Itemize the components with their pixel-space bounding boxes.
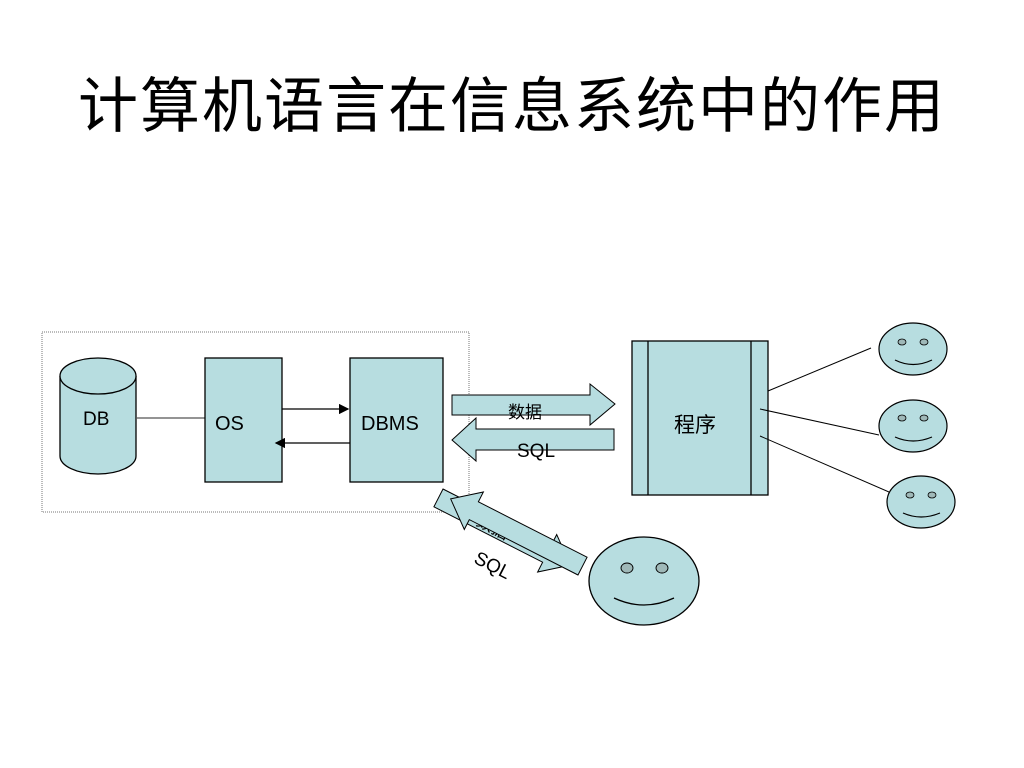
dbms-box <box>349 357 444 483</box>
data-arrow-to-program-label: 数据 <box>508 403 542 423</box>
os-label: OS <box>215 413 244 435</box>
smiley-face-icon <box>878 399 948 453</box>
program-label: 程序 <box>674 413 716 437</box>
sql-arrow-to-dbms-label: SQL <box>517 441 555 462</box>
program-box <box>631 340 769 496</box>
sql-arrow-to-dbms-from-user-label: SQL <box>470 548 513 584</box>
data-arrow-to-program <box>451 382 616 427</box>
smiley-face-icon <box>588 536 700 626</box>
program-user-line <box>767 347 872 392</box>
smiley-face-icon <box>886 475 956 529</box>
sql-arrow-to-dbms <box>451 416 615 463</box>
sql-arrow-to-dbms-from-user <box>449 491 588 576</box>
system-boundary <box>41 331 470 513</box>
dbms-label: DBMS <box>361 413 419 435</box>
database-cylinder-icon <box>59 357 137 475</box>
os-box <box>204 357 283 483</box>
smiley-face-icon <box>878 322 948 376</box>
db-label: DB <box>83 409 109 430</box>
program-user-line <box>759 408 880 436</box>
program-user-line <box>759 435 897 496</box>
slide-title: 计算机语言在信息系统中的作用 <box>78 72 946 142</box>
